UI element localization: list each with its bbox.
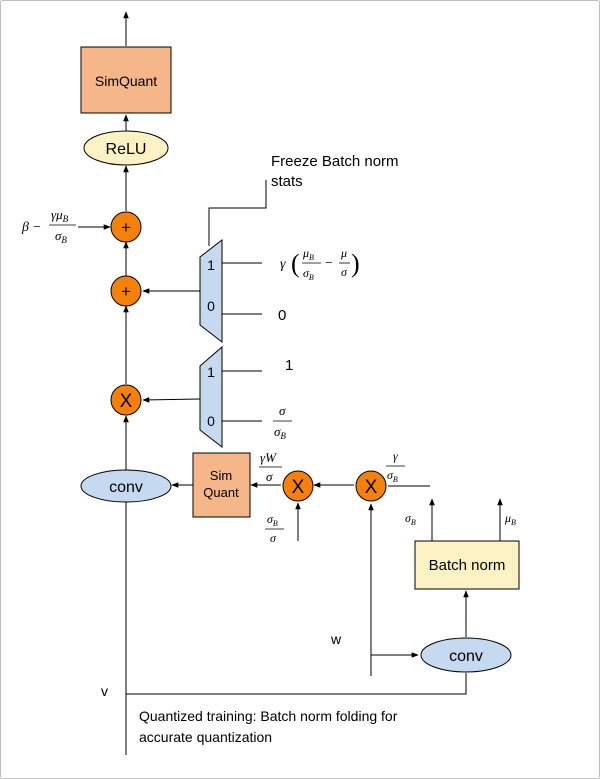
mux-lower-in1-label: 1	[207, 364, 215, 380]
svg-text:β: β	[21, 220, 29, 235]
svg-text:σ: σ	[266, 469, 273, 484]
add-bottom-symbol: +	[121, 282, 131, 301]
svg-text:σB: σB	[55, 228, 67, 245]
conv-right-label: conv	[449, 648, 483, 665]
sim-quant-label-line2: Quant	[203, 485, 239, 500]
sigma-b-over-sigma: σB σ	[265, 512, 284, 545]
sim-quant-block: Sim Quant	[192, 452, 251, 518]
multiply-mid-symbol: X	[292, 477, 305, 498]
add-top-symbol: +	[121, 218, 131, 237]
sim-quant-label-line1: Sim	[210, 468, 232, 483]
svg-text:σB: σB	[267, 512, 278, 528]
svg-text:σ: σ	[270, 531, 277, 545]
simquant-top-block: SimQuant	[80, 46, 172, 114]
svg-text:γ: γ	[280, 257, 286, 272]
mux-upper-in1-label: 1	[207, 257, 215, 273]
svg-text:σ: σ	[341, 265, 348, 279]
add-operator-top: +	[110, 211, 142, 243]
svg-text:σB: σB	[303, 266, 314, 282]
gamma-over-sigma-b: γ σB	[386, 449, 405, 484]
mux-upper: 1 0	[199, 238, 223, 344]
svg-text:): )	[351, 249, 360, 278]
multiply-operator-left: X	[110, 384, 142, 416]
mux-lower: 1 0	[199, 345, 223, 449]
batch-norm-sigma-output-label: σB	[405, 511, 416, 527]
mux-upper-in1-formula: γ ( μB σB − μ σ )	[280, 246, 360, 282]
mux-upper-in0-label: 0	[207, 298, 215, 314]
svg-text:μB: μB	[302, 246, 314, 262]
svg-text:σB: σB	[274, 424, 286, 441]
input-w-label: w	[330, 631, 342, 647]
batch-norm-mu-output-label: μB	[504, 511, 516, 527]
svg-text:(: (	[291, 249, 300, 278]
mux-lower-in0-formula: σ σB	[273, 403, 292, 441]
freeze-label-line2: stats	[271, 173, 303, 190]
svg-text:γW: γW	[260, 450, 277, 465]
relu-block: ReLU	[83, 130, 169, 166]
multiply-right-symbol: X	[365, 477, 378, 498]
simquant-top-label: SimQuant	[95, 73, 157, 89]
gamma-w-over-sigma: γW σ	[259, 450, 282, 484]
const-zero-label: 0	[278, 307, 286, 324]
caption-line2: accurate quantization	[139, 729, 272, 745]
connectors	[78, 11, 503, 755]
multiply-operator-mid: X	[282, 470, 314, 502]
freeze-label-line1: Freeze Batch norm	[271, 153, 399, 170]
conv-left-block: conv	[80, 469, 172, 503]
mux-lower-in0-label: 0	[207, 413, 215, 429]
const-one-label: 1	[285, 357, 293, 374]
input-v-label: v	[101, 683, 108, 699]
arrow-mux-lower-to-mult	[142, 397, 201, 403]
add-operator-bottom: +	[110, 275, 142, 307]
batch-norm-block: Batch norm	[414, 540, 520, 590]
bias-formula: β − γμB σB	[21, 207, 76, 245]
svg-text:μ: μ	[340, 246, 347, 260]
conv-left-label: conv	[109, 479, 143, 496]
svg-text:γμB: γμB	[51, 207, 69, 224]
input-v-line	[126, 673, 467, 695]
relu-label: ReLU	[106, 141, 147, 158]
freeze-control-line	[208, 180, 267, 246]
batch-norm-label: Batch norm	[429, 557, 506, 574]
multiply-left-symbol: X	[120, 391, 133, 412]
multiply-operator-right: X	[355, 470, 387, 502]
svg-text:−: −	[33, 220, 41, 235]
svg-text:σB: σB	[387, 468, 398, 484]
caption-line1: Quantized training: Batch norm folding f…	[139, 708, 398, 724]
svg-text:σ: σ	[279, 403, 286, 418]
svg-text:−: −	[325, 256, 333, 271]
conv-right-block: conv	[420, 637, 512, 673]
svg-text:γ: γ	[393, 449, 398, 463]
